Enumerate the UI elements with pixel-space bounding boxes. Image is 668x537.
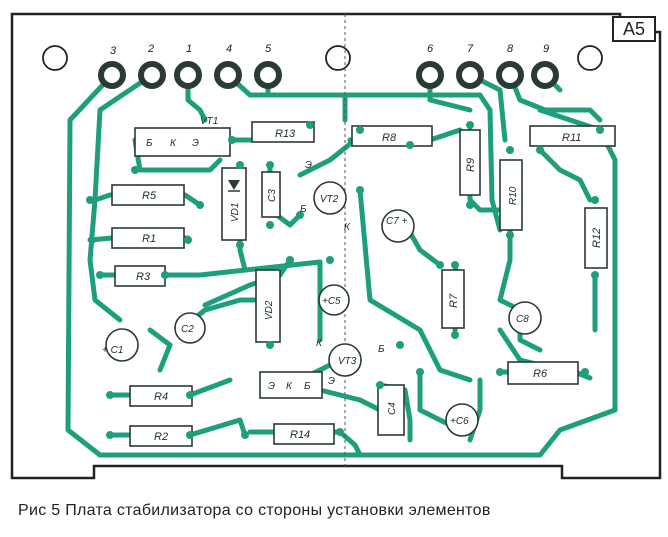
component-bodies: [111, 121, 616, 447]
vd2-body: [255, 269, 281, 343]
pin-label: 2: [147, 43, 154, 55]
pin-label: 7: [467, 43, 474, 55]
c4-body: [377, 384, 405, 436]
label-r8: R8: [382, 132, 397, 144]
figure-caption: Рис 5 Плата стабилизатора со стороны уст…: [18, 502, 491, 519]
label-vt1-b: Б: [146, 138, 153, 149]
pin-label: 1: [186, 43, 192, 55]
mounting-hole-left: [42, 45, 68, 71]
r8-body: [351, 125, 433, 147]
sheet-label: А5: [612, 16, 656, 42]
r7-body: [441, 269, 465, 329]
component-labels: VT1 Б К Э R13 R8 R9 R11 R10 R12 VD1 C3 V…: [102, 116, 603, 443]
connector-pad: [214, 61, 242, 89]
connector-pad: [416, 61, 444, 89]
pin-label: 8: [507, 43, 514, 55]
label-r12: R12: [591, 228, 603, 248]
label-vt3-k: К: [316, 338, 323, 349]
label-c3: C3: [267, 189, 278, 202]
pin-label: 6: [427, 43, 434, 55]
connector-right: [416, 61, 559, 89]
label-vt1-e: Э: [192, 138, 199, 149]
label-r6: R6: [533, 368, 548, 380]
solder-pads: [86, 121, 604, 439]
r14-body: [273, 423, 335, 445]
label-vt2: VT2: [320, 194, 339, 205]
c6-body: [445, 403, 479, 437]
c1-body: [105, 328, 139, 362]
label-vt2-k: К: [344, 222, 351, 233]
label-vt2-b: Б: [300, 204, 307, 215]
connector-pad: [98, 61, 126, 89]
label-c7: C7 +: [386, 216, 408, 227]
connector-pad: [138, 61, 166, 89]
connector-pad: [174, 61, 202, 89]
label-vt3-row-e: Э: [268, 381, 275, 392]
r11-body: [529, 125, 616, 147]
label-c1: + C1: [102, 345, 123, 356]
r12-body: [584, 207, 608, 269]
label-r5: R5: [142, 190, 157, 202]
label-vd2: VD2: [264, 300, 275, 320]
label-vt1-k: К: [170, 138, 177, 149]
label-c8: C8: [516, 314, 529, 325]
label-vt3-b: Б: [378, 344, 385, 355]
mounting-hole-right: [577, 45, 603, 71]
c2-body: [174, 312, 206, 344]
label-r4: R4: [154, 391, 168, 403]
pin-label: 4: [226, 43, 232, 55]
r10-body: [499, 159, 523, 231]
pin-label: 5: [265, 43, 272, 55]
label-r1: R1: [142, 233, 156, 245]
r6-body: [507, 361, 579, 385]
label-r11: R11: [562, 132, 581, 144]
connector-pad: [496, 61, 524, 89]
label-vt3-e: Э: [328, 376, 335, 387]
label-c6: +C6: [450, 416, 469, 427]
label-vd1: VD1: [230, 203, 241, 222]
connector-left: [98, 61, 282, 89]
label-c2: C2: [181, 324, 194, 335]
c5-body: [318, 284, 350, 316]
r5-body: [111, 184, 185, 206]
pin-label: 3: [110, 45, 117, 57]
mounting-hole-center: [325, 45, 351, 71]
round-components: [105, 181, 542, 437]
r1-body: [111, 227, 185, 249]
label-vt1: VT1: [200, 116, 218, 127]
label-c5: +C5: [322, 296, 341, 307]
label-r10: R10: [508, 186, 519, 205]
connector-pad: [254, 61, 282, 89]
label-c4: C4: [387, 402, 398, 415]
connector-pad: [531, 61, 559, 89]
vd1-diode-icon: [228, 180, 240, 190]
c7-body: [381, 209, 415, 243]
label-r14: R14: [290, 429, 310, 441]
label-r2: R2: [154, 431, 168, 443]
connector-pin-labels: 3 2 1 4 5 6 7 8 9: [110, 43, 549, 57]
label-r3: R3: [136, 271, 151, 283]
connector-pad: [456, 61, 484, 89]
vt1-body: [134, 127, 231, 157]
label-vt3-row-b: Б: [304, 381, 311, 392]
vt3-pin-body: [259, 371, 323, 399]
label-r7: R7: [448, 293, 460, 308]
r13-body: [251, 121, 315, 143]
vt2-body: [313, 181, 347, 215]
c3-body: [261, 171, 281, 218]
label-r13: R13: [275, 128, 296, 140]
label-vt2-e: Э: [305, 160, 312, 171]
vt3-body: [328, 343, 362, 377]
label-vt3-row-k: К: [286, 381, 293, 392]
c8-body: [508, 301, 542, 335]
label-r9: R9: [465, 158, 477, 172]
r9-body: [459, 129, 481, 196]
pin-label: 9: [543, 43, 549, 55]
label-vt3: VT3: [338, 356, 357, 367]
